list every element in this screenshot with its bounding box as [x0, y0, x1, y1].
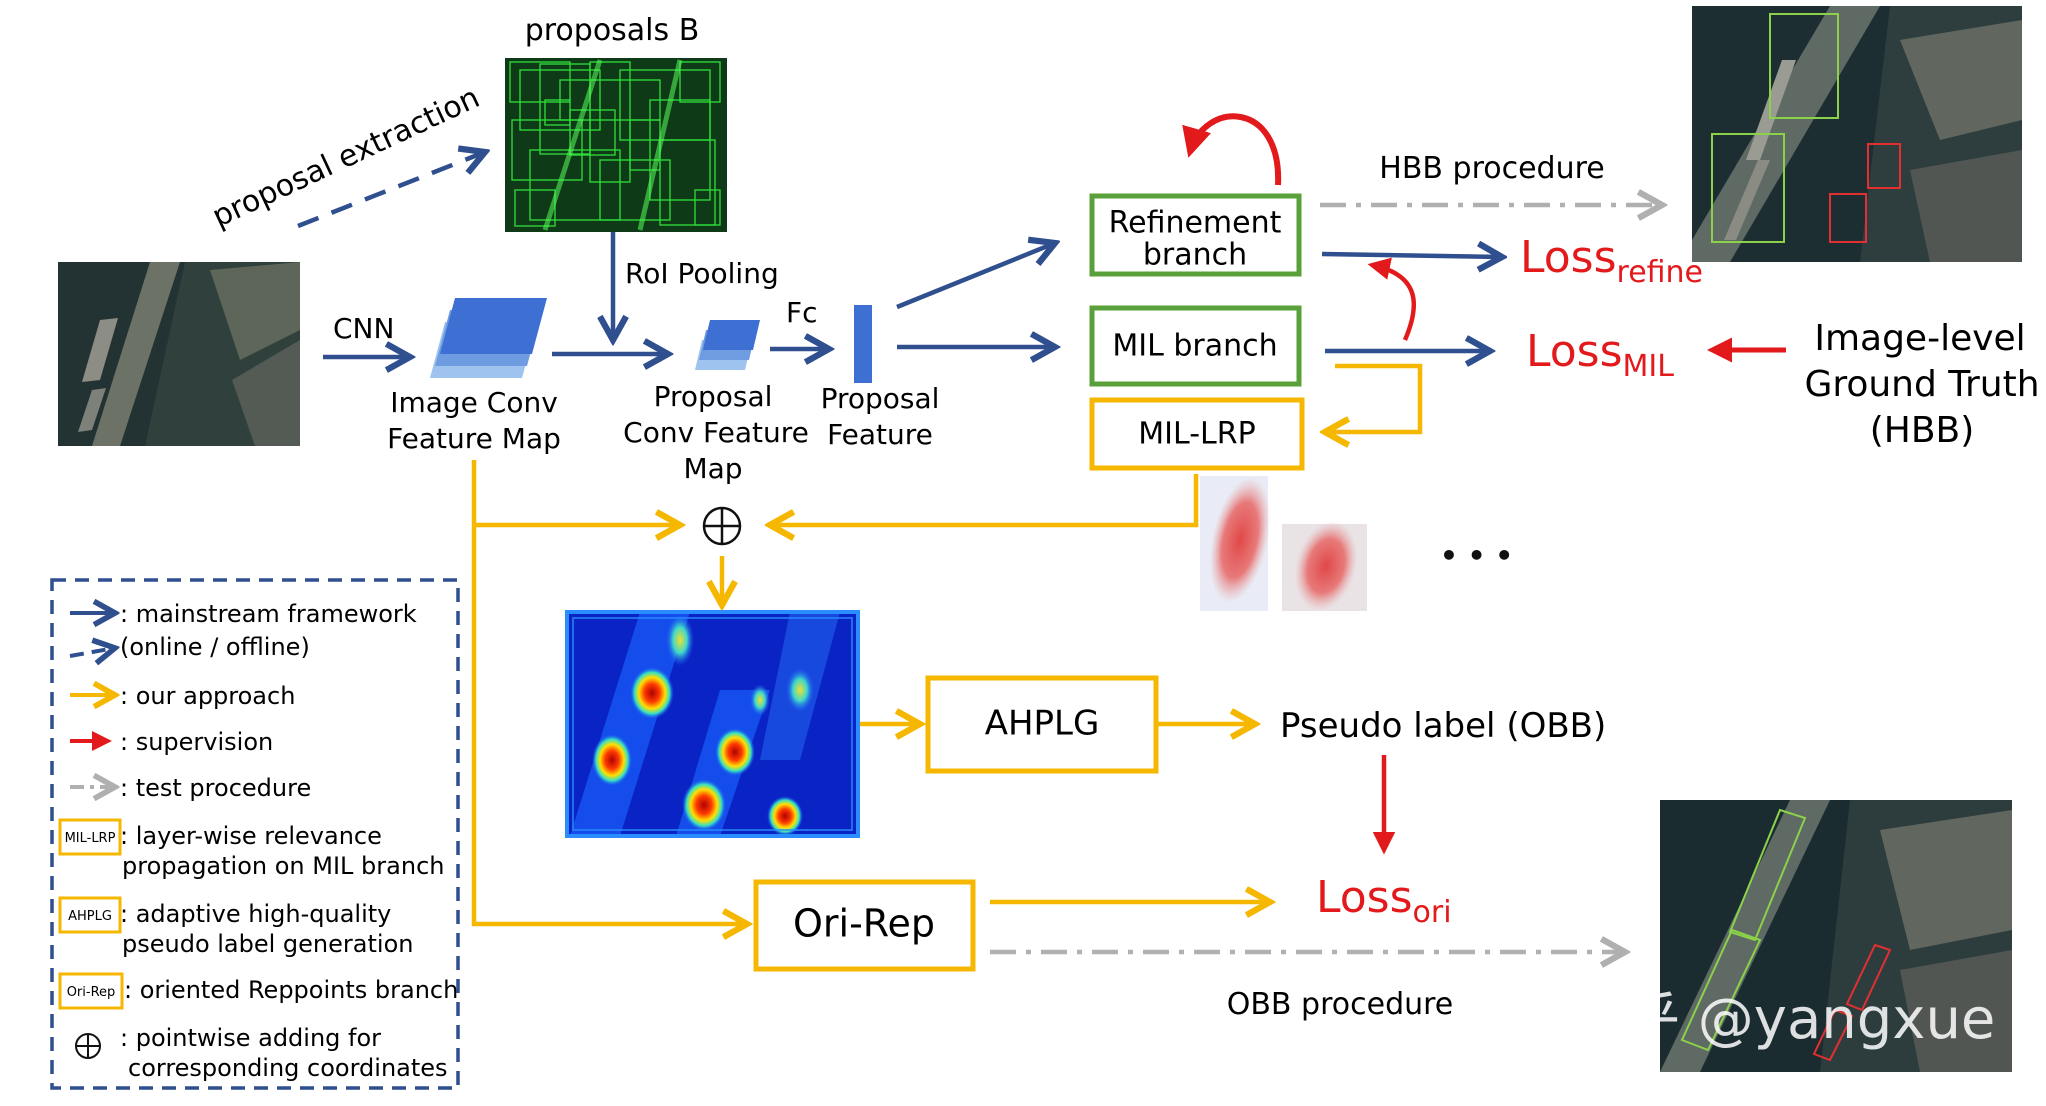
legend-pointwise-2: corresponding coordinates	[128, 1054, 448, 1082]
legend-add-icon	[75, 1033, 101, 1059]
heatmap-image	[565, 610, 860, 838]
image-level-gt-3: (HBB)	[1870, 410, 1975, 451]
legend-our-approach: : our approach	[120, 682, 295, 710]
loss-mil: LossMIL	[1526, 326, 1674, 384]
legend-ahplg-1: : adaptive high-quality	[120, 900, 391, 928]
image-conv-label-1: Image Conv	[390, 386, 558, 419]
image-conv-feature-map	[430, 298, 547, 378]
obb-procedure-label: OBB procedure	[1227, 987, 1454, 1022]
legend-mil-lrp-tag: MIL-LRP	[65, 831, 116, 846]
loss-mil-main: Loss	[1526, 326, 1623, 377]
roi-pooling-label: RoI Pooling	[625, 257, 779, 290]
fc-label: Fc	[786, 296, 818, 329]
proposal-conv-label-1: Proposal	[654, 380, 773, 413]
pseudo-label-obb: Pseudo label (OBB)	[1280, 706, 1606, 746]
legend-orirep-1: : oriented Reppoints branch	[124, 976, 458, 1004]
loss-refine-sub: refine	[1617, 255, 1704, 290]
watermark: 知乎 @yangxue	[1568, 987, 1995, 1052]
legend-online-offline: (online / offline)	[120, 633, 310, 661]
proposals-image	[505, 58, 727, 232]
refinement-branch-label-2: branch	[1143, 238, 1247, 273]
legend: : mainstream framework (online / offline…	[50, 578, 460, 1090]
legend-test: : test procedure	[120, 774, 311, 802]
legend-pointwise-1: : pointwise adding for	[120, 1024, 381, 1052]
proposal-extraction-label: proposal extraction	[207, 80, 485, 234]
mil-branch-box: MIL branch	[1089, 305, 1302, 387]
hbb-output-image	[1692, 6, 2022, 262]
proposal-conv-feature-map	[695, 320, 760, 370]
image-level-gt-1: Image-level	[1814, 318, 2025, 359]
legend-mil-lrp-2: propagation on MIL branch	[122, 852, 444, 880]
loss-refine-main: Loss	[1520, 232, 1617, 283]
loss-mil-sub: MIL	[1623, 349, 1675, 384]
input-satellite-image	[58, 262, 300, 446]
ahplg-label: AHPLG	[985, 704, 1100, 744]
proposal-conv-label-3: Map	[683, 452, 742, 485]
refinement-branch-label-1: Refinement	[1109, 206, 1282, 241]
proposal-feature-label-2: Feature	[827, 418, 933, 451]
mil-branch-label: MIL branch	[1112, 329, 1277, 364]
loss-ori-main: Loss	[1316, 872, 1413, 923]
relevance-map-1	[1200, 476, 1271, 611]
proposal-feature-bar	[854, 305, 872, 383]
legend-supervision: : supervision	[120, 728, 273, 756]
image-level-gt-2: Ground Truth	[1804, 364, 2039, 405]
hbb-procedure-label: HBB procedure	[1379, 151, 1604, 186]
proposals-title: proposals B	[525, 13, 700, 48]
obb-output-image	[1660, 800, 2012, 1072]
ori-rep-label: Ori-Rep	[793, 902, 935, 946]
loss-ori: Lossori	[1316, 872, 1452, 930]
loss-ori-sub: ori	[1413, 895, 1452, 930]
ellipsis: • • •	[1440, 539, 1513, 572]
image-conv-label-2: Feature Map	[387, 422, 561, 455]
mil-lrp-box: MIL-LRP	[1089, 397, 1305, 471]
legend-ahplg-tag: AHPLG	[68, 909, 112, 924]
ori-rep-box: Ori-Rep	[753, 879, 976, 972]
refinement-branch-box: Refinement branch	[1089, 193, 1302, 277]
legend-orirep-tag: Ori-Rep	[67, 985, 116, 1000]
pointwise-add-symbol	[702, 506, 742, 546]
legend-mainstream: : mainstream framework	[120, 600, 417, 628]
relevance-map-2	[1282, 520, 1367, 612]
ahplg-box: AHPLG	[925, 675, 1159, 774]
legend-mil-lrp-1: : layer-wise relevance	[120, 822, 382, 850]
proposal-conv-label-2: Conv Feature	[623, 416, 809, 449]
loss-refine: Lossrefine	[1520, 232, 1703, 290]
proposal-feature-label-1: Proposal	[821, 382, 940, 415]
legend-ahplg-2: pseudo label generation	[122, 930, 413, 958]
mil-lrp-label: MIL-LRP	[1138, 417, 1255, 452]
cnn-label: CNN	[333, 312, 394, 345]
